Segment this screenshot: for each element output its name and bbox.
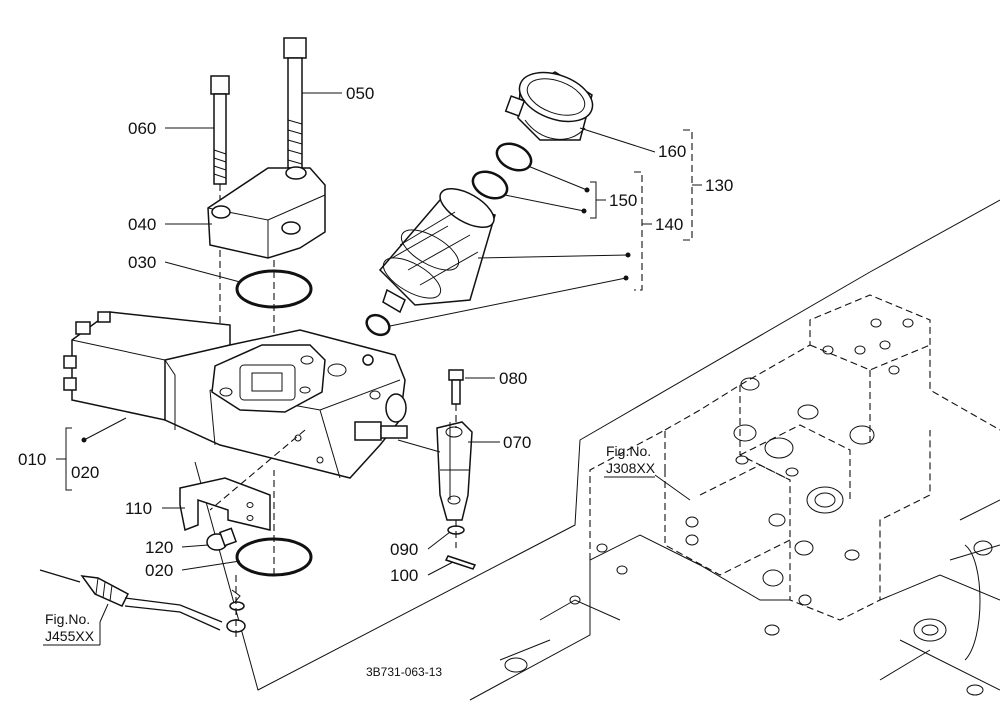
bracket-110 bbox=[179, 429, 306, 532]
svg-text:J455XX: J455XX bbox=[45, 628, 95, 644]
label-110: 110 bbox=[125, 499, 152, 518]
label-130: 130 bbox=[705, 176, 733, 195]
cover-plate-040 bbox=[207, 166, 326, 259]
label-070: 070 bbox=[503, 433, 531, 452]
figure-reference-right: Fig.No. J308XX bbox=[604, 443, 656, 478]
label-010: 010 bbox=[18, 450, 46, 469]
cable-assembly bbox=[39, 569, 246, 640]
spool-assembly-140 bbox=[378, 187, 631, 314]
svg-text:J308XX: J308XX bbox=[606, 460, 656, 476]
leader-lines bbox=[99, 92, 691, 623]
svg-text:Fig.No.: Fig.No. bbox=[45, 611, 90, 627]
cotter-pin-100 bbox=[444, 555, 477, 570]
frame-lines bbox=[194, 199, 1000, 691]
label-020-lower: 020 bbox=[145, 561, 173, 580]
pin-080 bbox=[448, 369, 464, 428]
label-090: 090 bbox=[390, 540, 418, 559]
svg-text:Fig.No.: Fig.No. bbox=[606, 443, 651, 459]
label-brackets bbox=[56, 129, 702, 491]
part-labels: 060 050 040 030 160 150 140 130 080 070 … bbox=[18, 84, 733, 585]
label-040: 040 bbox=[128, 215, 156, 234]
label-060: 060 bbox=[128, 119, 156, 138]
bolt-060 bbox=[210, 75, 230, 330]
drawing-number: 3B731-063-13 bbox=[366, 665, 442, 679]
valve-block-010 bbox=[63, 311, 408, 479]
label-100: 100 bbox=[390, 566, 418, 585]
o-rings-150 bbox=[471, 142, 590, 214]
figure-reference-left: Fig.No. J455XX bbox=[43, 611, 101, 646]
label-140: 140 bbox=[655, 215, 683, 234]
plug-120 bbox=[206, 527, 237, 551]
cap-160 bbox=[504, 71, 656, 153]
o-ring-spool-lower bbox=[365, 313, 391, 337]
background-housing bbox=[469, 294, 1000, 701]
label-020-upper: 020 bbox=[71, 463, 99, 482]
lever-070 bbox=[397, 421, 473, 521]
bolt-050 bbox=[283, 37, 307, 169]
label-080: 080 bbox=[499, 369, 527, 388]
label-120: 120 bbox=[145, 538, 173, 557]
label-030: 030 bbox=[128, 253, 156, 272]
label-150: 150 bbox=[609, 191, 637, 210]
label-050: 050 bbox=[346, 84, 374, 103]
label-160: 160 bbox=[658, 142, 686, 161]
